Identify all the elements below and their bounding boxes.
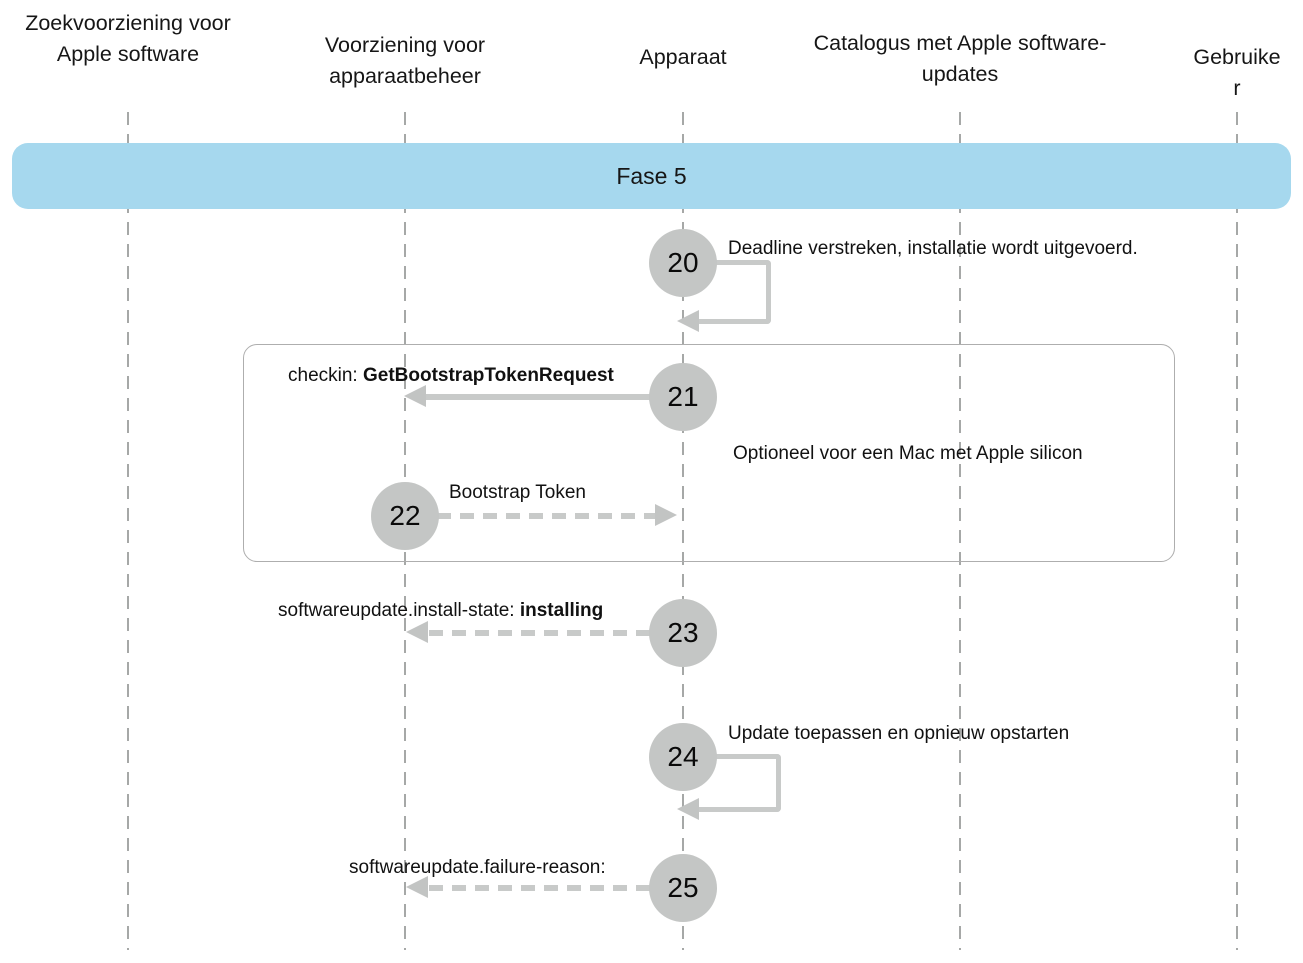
- actor-header-apparaatbeheer: Voorziening voor apparaatbeheer: [324, 33, 486, 88]
- actor-header-gebruiker: Gebruiker: [1193, 45, 1281, 100]
- step-25-number: 25: [649, 854, 717, 922]
- step-23-number: 23: [649, 599, 717, 667]
- arrowhead-right-icon: [655, 504, 677, 526]
- step-20-number: 20: [649, 229, 717, 297]
- optional-note: Optioneel voor een Mac met Apple silicon: [733, 443, 1083, 464]
- step-24-number: 24: [649, 723, 717, 791]
- step-20-self-loop: [683, 260, 771, 324]
- step-21-number: 21: [649, 363, 717, 431]
- step-21-arrow: [420, 394, 650, 400]
- phase-banner: Fase 5: [12, 143, 1291, 209]
- phase-banner-label: Fase 5: [616, 162, 687, 189]
- step-22-number: 22: [371, 482, 439, 550]
- lifeline-zoekvoorziening: [127, 112, 129, 950]
- arrowhead-left-icon: [677, 310, 699, 332]
- actor-header-apparaat: Apparaat: [639, 45, 727, 69]
- optional-group-box: [243, 344, 1175, 562]
- lifeline-apparaat: [682, 112, 684, 950]
- step-21-label: checkin: GetBootstrapTokenRequest: [288, 365, 614, 386]
- step-24-label: Update toepassen en opnieuw opstarten: [728, 723, 1070, 744]
- step-24-self-loop: [683, 754, 781, 812]
- actor-header-catalogus: Catalogus met Apple software-updates: [813, 31, 1107, 86]
- step-25-arrow: [428, 885, 650, 891]
- arrowhead-left-icon: [677, 798, 699, 820]
- lifeline-gebruiker: [1236, 112, 1238, 950]
- step-25-label: softwareupdate.failure-reason:: [349, 857, 606, 878]
- lifeline-catalogus: [959, 112, 961, 950]
- actor-header-zoekvoorziening: Zoekvoorziening voor Apple software: [25, 11, 231, 66]
- step-23-arrow: [428, 630, 650, 636]
- step-22-label: Bootstrap Token: [449, 482, 586, 503]
- step-20-label: Deadline verstreken, installatie wordt u…: [728, 238, 1138, 259]
- step-23-label: softwareupdate.install-state: installing: [278, 600, 604, 621]
- arrowhead-left-icon: [404, 385, 426, 407]
- step-22-arrow: [437, 513, 655, 519]
- arrowhead-left-icon: [406, 876, 428, 898]
- arrowhead-left-icon: [406, 621, 428, 643]
